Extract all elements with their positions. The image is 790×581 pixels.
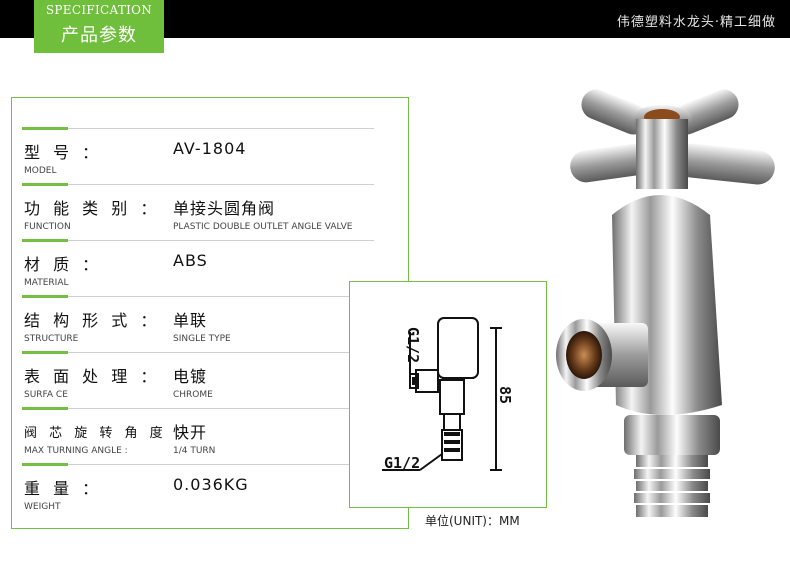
spec-row-surface: 表 面 处 理 ： SURFA CE 电镀 CHROME	[22, 351, 374, 409]
spec-label-cn: 重 量 ：	[24, 479, 103, 498]
spec-label-en: MAX TURNING ANGLE :	[24, 446, 128, 456]
outlet-opening	[566, 331, 602, 379]
spec-label-en: FUNCTION	[24, 222, 71, 232]
row-accent	[22, 127, 68, 130]
spec-value: 0.036KG	[173, 475, 249, 494]
spec-value-en: CHROME	[173, 390, 213, 400]
spec-label-cn: 阀 芯 旋 转 角 度 ：	[24, 426, 192, 441]
spec-row-turning-angle: 阀 芯 旋 转 角 度 ： MAX TURNING ANGLE : 快开 1/4…	[22, 407, 374, 465]
spec-label-cn: 结 构 形 式 ：	[24, 311, 161, 330]
spec-row-structure: 结 构 形 式 ： STRUCTURE 单联 SINGLE TYPE	[22, 295, 374, 353]
section-title-cn: 产品参数	[61, 25, 137, 46]
row-accent	[22, 407, 68, 410]
spec-row-model: 型 号 ： MODEL AV-1804	[22, 127, 374, 185]
spec-value: 电镀	[173, 367, 208, 386]
top-thread-label: G1/2	[404, 327, 422, 363]
product-image	[540, 85, 785, 549]
spec-value: ABS	[173, 251, 208, 270]
spec-label-en: STRUCTURE	[24, 334, 79, 344]
handle-arm	[570, 143, 650, 183]
spec-label-cn: 材 质 ：	[24, 255, 103, 274]
spec-label-cn: 表 面 处 理 ：	[24, 367, 161, 386]
spec-row-material: 材 质 ： MATERIAL ABS	[22, 239, 374, 297]
spec-row-weight: 重 量 ： WEIGHT 0.036KG	[22, 463, 374, 521]
spec-row-function: 功 能 类 别 ： FUNCTION 单接头圆角阀 PLASTIC DOUBLE…	[22, 183, 374, 241]
bottom-thread-label: G1/2	[384, 454, 420, 472]
spec-value: AV-1804	[173, 139, 247, 158]
spec-value: 快开	[173, 423, 208, 442]
spec-value: 单联	[173, 311, 208, 330]
row-accent	[22, 351, 68, 354]
spec-label-cn: 型 号 ：	[24, 143, 103, 162]
angle-valve-illustration	[556, 89, 775, 517]
dimension-diagram: G1/2 85 G1/2	[349, 281, 547, 508]
row-accent	[22, 295, 68, 298]
spec-label-en: SURFA CE	[24, 390, 68, 400]
specification-tab: SPECIFICATION 产品参数	[34, 0, 164, 53]
handle-arm	[675, 143, 775, 185]
row-accent	[22, 239, 68, 242]
row-accent	[22, 183, 68, 186]
spec-label-en: MODEL	[24, 166, 57, 176]
spec-label-en: MATERIAL	[24, 278, 69, 288]
valve-drawing: G1/2 85 G1/2	[382, 317, 514, 472]
height-dimension-label: 85	[496, 386, 514, 404]
row-accent	[22, 463, 68, 466]
handle-arm	[581, 89, 649, 135]
brand-tagline: 伟德塑料水龙头·精工细做	[616, 15, 776, 30]
spec-value-en: PLASTIC DOUBLE OUTLET ANGLE VALVE	[173, 222, 353, 232]
section-title-en: SPECIFICATION	[45, 3, 153, 17]
spec-value-en: 1/4 TURN	[173, 446, 216, 456]
spec-label-en: WEIGHT	[24, 502, 61, 512]
unit-note: 单位(UNIT)：MM	[425, 514, 520, 528]
spec-label-cn: 功 能 类 别 ：	[24, 199, 161, 218]
spec-value: 单接头圆角阀	[173, 199, 276, 218]
spec-value-en: SINGLE TYPE	[173, 334, 231, 344]
